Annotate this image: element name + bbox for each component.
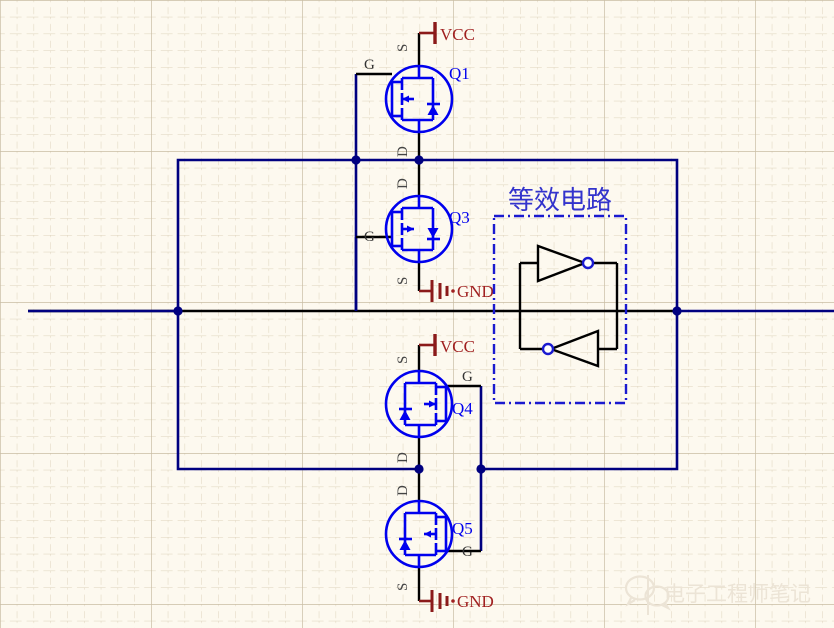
power-symbol-gnd-bottom: GND — [419, 590, 494, 612]
q3-drain-label: D — [395, 178, 411, 189]
inverter-top-body — [536, 244, 589, 283]
equivalent-circuit-title: 等效电路 — [508, 186, 612, 216]
transistor-q1[interactable]: Q1 S D G — [364, 44, 470, 157]
equivalent-circuit-wiring — [518, 261, 619, 351]
q3-ref-label: Q3 — [449, 208, 470, 227]
q1-body-diode — [427, 105, 439, 115]
junction-gate-bus-upper — [351, 155, 361, 165]
wire-right-feedback-upper — [419, 158, 679, 311]
vcc-top-label: VCC — [440, 25, 475, 44]
q5-source-label: S — [395, 583, 411, 591]
gnd-upper-label: GND — [457, 282, 494, 301]
q1-channel-arrow — [402, 95, 409, 103]
q3-gate-label: G — [364, 229, 375, 245]
q5-drain-label: D — [395, 485, 411, 496]
gnd-bottom-label: GND — [457, 592, 494, 611]
q4-ref-label: Q4 — [452, 399, 473, 418]
wire-left-feedback-upper — [176, 158, 419, 311]
wiring — [28, 33, 834, 601]
q4-body-diode — [399, 410, 411, 420]
power-symbol-vcc-top: VCC — [419, 22, 475, 44]
q4-source-label: S — [395, 356, 411, 364]
transistor-q5[interactable]: Q5 D S G — [384, 485, 473, 591]
q4-gate-label: G — [462, 369, 473, 385]
transistor-q4[interactable]: Q4 S D G — [384, 356, 473, 463]
wechat-icon — [624, 575, 671, 611]
q3-symbol — [390, 196, 435, 262]
q5-gate-label: G — [462, 544, 473, 560]
inverter-bottom — [541, 329, 600, 368]
q3-channel-arrow — [407, 225, 414, 233]
q5-channel-arrow — [424, 530, 431, 538]
junction-top-drain — [414, 155, 424, 165]
gnd-upper-dot — [451, 289, 455, 293]
q1-ref-label: Q1 — [449, 64, 470, 83]
junction-right — [672, 306, 682, 316]
wire-right-feedback-lower — [481, 311, 679, 471]
q1-source-label: S — [395, 44, 411, 52]
q3-body-diode — [427, 228, 439, 238]
equivalent-circuit-group: 等效电路 — [492, 186, 628, 405]
junction-dots — [173, 155, 682, 474]
q1-gate-label: G — [364, 57, 375, 73]
q1-drain-label: D — [395, 146, 411, 157]
q4-channel-arrow — [429, 400, 436, 408]
inverter-top — [536, 244, 595, 283]
inverter-bottom-body — [547, 329, 600, 368]
q4-drain-label: D — [395, 452, 411, 463]
transistor-q3[interactable]: Q3 D S G — [364, 178, 470, 285]
inverter-top-bubble — [581, 256, 595, 270]
q5-body-diode — [399, 540, 411, 550]
inverter-bottom-bubble — [541, 342, 555, 356]
power-symbol-vcc-lower: VCC — [419, 334, 475, 356]
watermark-label: 电子工程师笔记 — [664, 582, 811, 606]
gnd-bottom-dot — [451, 599, 455, 603]
vcc-lower-label: VCC — [440, 337, 475, 356]
junction-gate-bus-lower — [476, 464, 486, 474]
q3-source-label: S — [395, 277, 411, 285]
equivalent-circuit-boundary — [492, 214, 628, 405]
junction-left — [173, 306, 183, 316]
wire-left-feedback-lower — [176, 311, 419, 471]
q5-ref-label: Q5 — [452, 519, 473, 538]
junction-bottom-drain — [414, 464, 424, 474]
watermark: 电子工程师笔记 — [624, 575, 811, 615]
power-symbol-gnd-upper: GND — [419, 280, 494, 302]
